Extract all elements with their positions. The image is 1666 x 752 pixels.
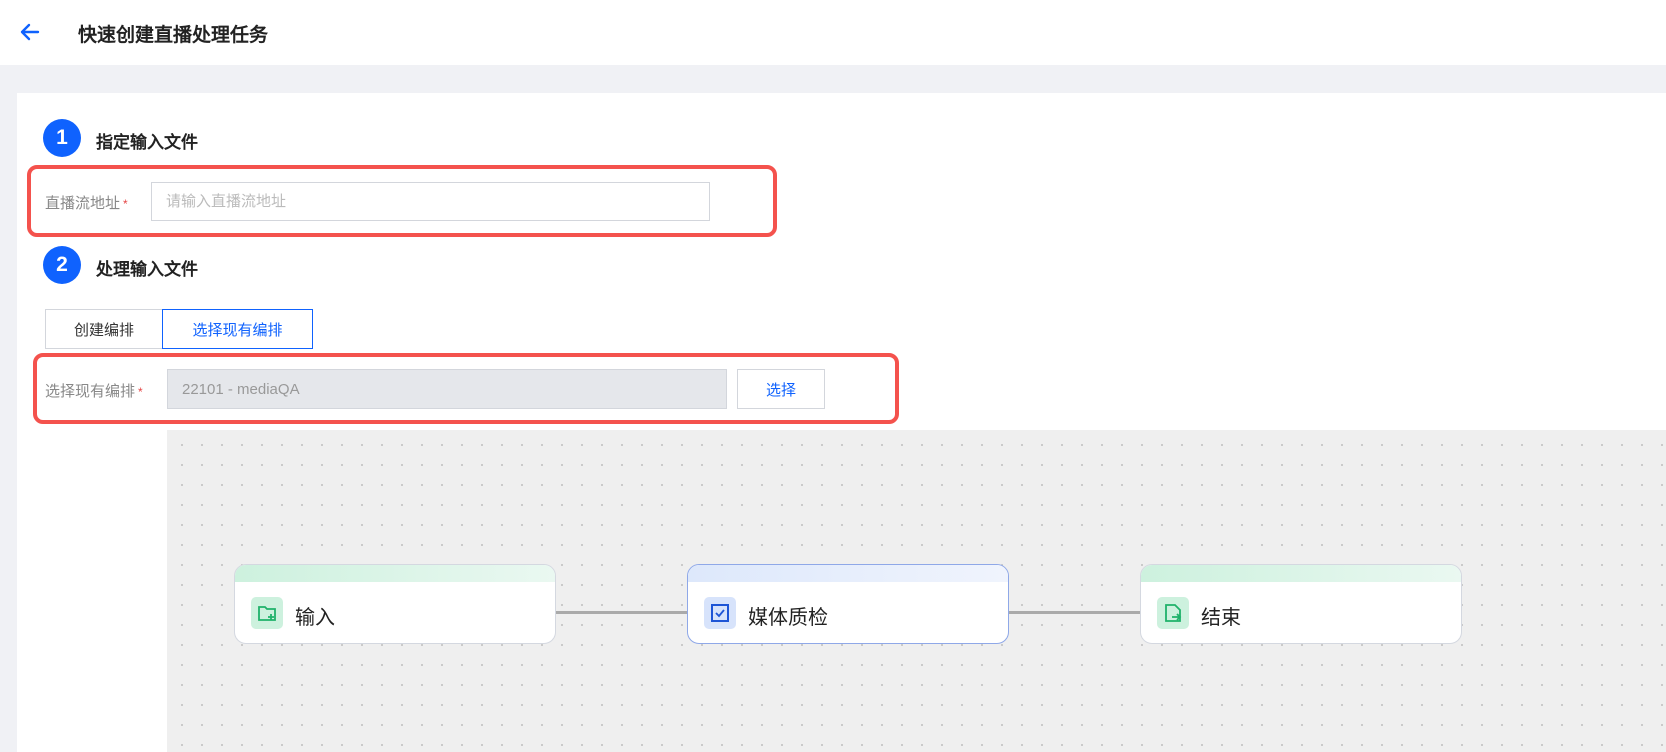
workflow-edge bbox=[1008, 611, 1141, 614]
node-label: 输入 bbox=[295, 607, 335, 629]
step-1-title: 指定输入文件 bbox=[96, 133, 198, 152]
step-1-badge: 1 bbox=[43, 119, 81, 157]
workflow-input bbox=[167, 369, 727, 409]
step-2-title: 处理输入文件 bbox=[96, 260, 198, 279]
folder-add-icon bbox=[251, 597, 283, 629]
workflow-label: 选择现有编排* bbox=[45, 383, 143, 400]
page-header: 快速创建直播处理任务 bbox=[0, 0, 1666, 65]
node-label: 结束 bbox=[1201, 607, 1241, 629]
select-button[interactable]: 选择 bbox=[737, 369, 825, 409]
checkbox-icon bbox=[704, 597, 736, 629]
highlight-box-workflow bbox=[33, 353, 899, 424]
highlight-box-stream-url bbox=[27, 165, 777, 237]
tab-select-existing-workflow[interactable]: 选择现有编排 bbox=[162, 309, 313, 349]
workflow-node-input[interactable]: 输入 bbox=[234, 564, 556, 644]
step-2-badge: 2 bbox=[43, 246, 81, 284]
workflow-edge bbox=[555, 611, 688, 614]
stream-url-label: 直播流地址* bbox=[45, 195, 128, 212]
workflow-node-end[interactable]: 结束 bbox=[1140, 564, 1462, 644]
tab-create-workflow[interactable]: 创建编排 bbox=[45, 309, 163, 349]
workflow-node-media-qa[interactable]: 媒体质检 bbox=[687, 564, 1009, 644]
page-title: 快速创建直播处理任务 bbox=[78, 25, 269, 46]
node-label: 媒体质检 bbox=[748, 607, 828, 629]
stream-url-input[interactable] bbox=[151, 182, 710, 221]
file-export-icon bbox=[1157, 597, 1189, 629]
back-arrow-icon[interactable] bbox=[16, 18, 44, 46]
